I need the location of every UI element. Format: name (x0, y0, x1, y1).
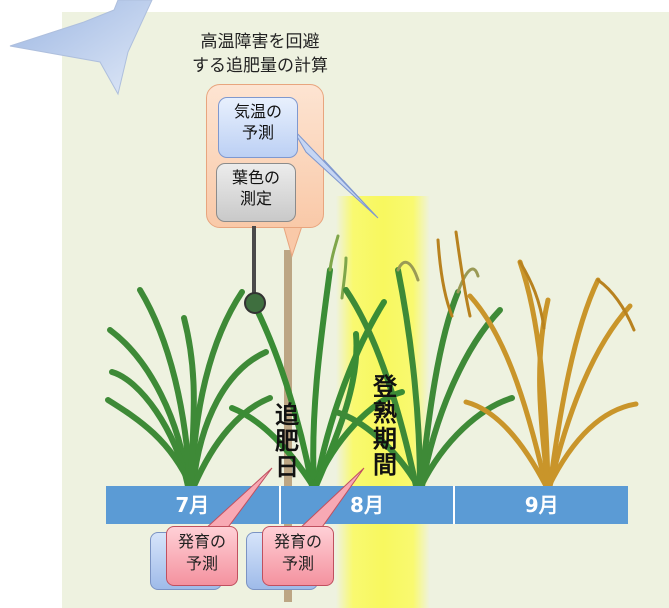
ripening-period-char-2: 熟 (373, 399, 397, 427)
ripening-period-char-3: 期 (373, 425, 397, 453)
fertilizer-day-label: 追 肥 日 (272, 402, 302, 480)
ripening-period-char-1: 登 (373, 373, 397, 401)
ripening-period-label: 登 熟 期 間 (370, 374, 400, 478)
month-timeline: 7月 8月 9月 (106, 486, 629, 524)
growth-forecast-2-line-2: 予測 (281, 554, 314, 573)
fertilizer-day-char-1: 追 (275, 401, 299, 429)
measurement-pin-head (244, 292, 266, 314)
title-line-1: 高温障害を回避 (200, 32, 320, 52)
growth-forecast-1-line-2: 予測 (185, 554, 218, 573)
rice-plant-ripe (463, 259, 639, 489)
growth-forecast-box-2: 発育の 予測 (262, 526, 334, 586)
fertilizer-day-marker (284, 250, 292, 602)
forecast-temperature-line-2: 予測 (241, 123, 274, 142)
month-august: 8月 (280, 486, 456, 524)
leaf-color-box: 葉色の 測定 (216, 163, 296, 222)
title-line-2: する追肥量の計算 (192, 56, 328, 76)
diagram-title: 高温障害を回避 する追肥量の計算 (150, 30, 370, 78)
ripening-period-char-4: 間 (373, 451, 397, 479)
growth-forecast-2-line-1: 発育の (273, 532, 322, 551)
forecast-temperature-box: 気温の 予測 (218, 97, 298, 158)
growth-forecast-1-line-1: 発育の (177, 532, 226, 551)
growth-forecast-box-1: 発育の 予測 (166, 526, 238, 586)
measurement-pin (252, 226, 256, 300)
month-september: 9月 (455, 486, 629, 524)
leaf-color-line-1: 葉色の (231, 168, 280, 187)
leaf-color-line-2: 測定 (239, 189, 272, 208)
rice-plant-young (105, 287, 273, 489)
fertilizer-day-char-2: 肥 (275, 427, 299, 455)
arrow-icon (9, 0, 153, 96)
forecast-temperature-line-1: 気温の (233, 102, 282, 121)
fertilizer-day-char-3: 日 (275, 453, 299, 481)
